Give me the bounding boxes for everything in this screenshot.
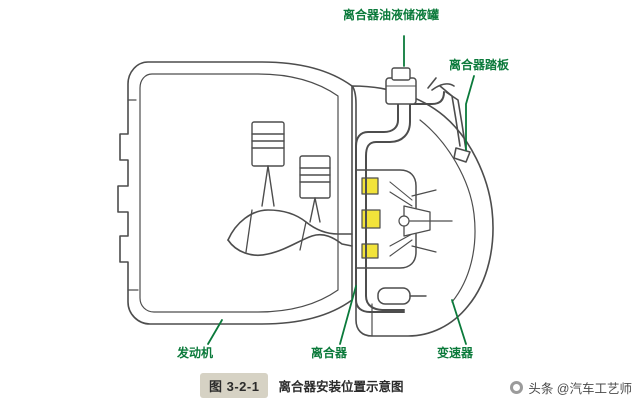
leader-line-transmission [451, 299, 467, 345]
label-engine: 发动机 [177, 346, 214, 360]
label-clutch: 离合器 [311, 346, 348, 360]
crankshaft-lower [227, 233, 353, 256]
hydraulic-line-main [355, 95, 405, 313]
transmission-inner-contour [419, 119, 476, 303]
leader-line-engine [207, 319, 223, 345]
clutch-assembly [355, 169, 453, 269]
engine-body-outline [117, 61, 353, 325]
clutch-spring-fingers [389, 181, 413, 257]
clutch-disc-plate-top [361, 177, 379, 195]
engine-inner-contour [139, 73, 339, 313]
leader-line-clutch [339, 285, 357, 345]
clutch-fork [411, 189, 437, 253]
clutch-center-hub [398, 215, 410, 227]
crank-web [245, 209, 253, 253]
crank-web-2 [299, 221, 307, 251]
watermark: 头条 @汽车工艺师 [510, 378, 632, 397]
watermark-text: 头条 @汽车工艺师 [528, 382, 632, 396]
crankshaft [227, 209, 353, 241]
label-transmission: 变速器 [437, 346, 474, 360]
clutch-pedal-assembly [427, 77, 471, 163]
slave-cylinder [377, 287, 427, 305]
clutch-disc-plate-mid [361, 209, 381, 229]
figure-number: 图 3-2-1 [200, 372, 269, 398]
figure-title: 离合器安装位置示意图 [278, 379, 404, 394]
hydraulic-line-outer [365, 95, 411, 311]
piston-assembly-1 [251, 121, 285, 207]
watermark-logo-icon [510, 381, 524, 394]
clutch-disc-plate-bottom [361, 243, 379, 259]
figure-caption: 图 3-2-1 离合器安装位置示意图 [200, 372, 450, 398]
label-pedal: 离合器踏板 [449, 58, 510, 72]
label-reservoir: 离合器油液储液罐 [343, 8, 440, 22]
hydraulic-line-to-pedal [409, 91, 445, 105]
leader-line-pedal [465, 75, 475, 151]
reservoir-assembly [385, 67, 417, 105]
piston-assembly-2 [299, 155, 331, 223]
